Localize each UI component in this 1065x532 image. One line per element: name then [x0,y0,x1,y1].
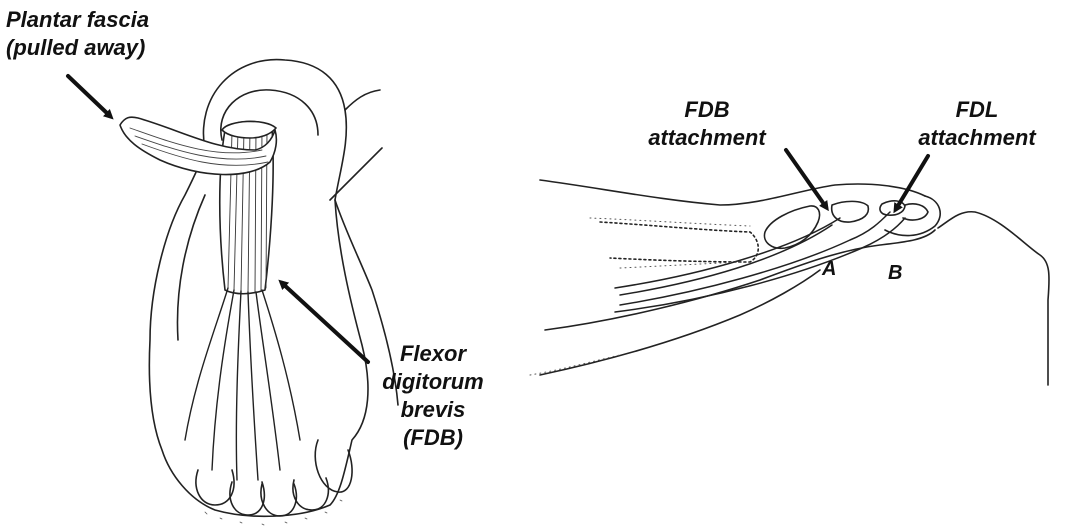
label-fdb-line1: Flexor [368,340,498,368]
medial-arch-line [177,195,205,340]
lateral-leg-line [330,148,382,200]
arrow-fdb-attachment [786,150,826,207]
arrow-fdb-muscle [282,283,368,362]
label-fdb-attachment-line2: attachment [632,124,782,152]
label-plantar-fascia-line1: Plantar fascia [6,6,149,34]
toe-1 [196,470,234,505]
ankle-line [345,90,380,110]
toe-3 [261,484,296,516]
label-fdb-attachment-line1: FDB [632,96,782,124]
label-fdl-attachment: FDL attachment [902,96,1052,152]
sole-line [540,270,820,375]
label-fdl-attachment-line2: attachment [902,124,1052,152]
flexor-tendons [615,212,905,312]
label-fdl-attachment-line1: FDL [902,96,1052,124]
toes [196,440,352,516]
toe-2 [230,482,264,515]
label-plantar-fascia: Plantar fascia (pulled away) [6,6,149,62]
adjacent-foot-outline [938,212,1049,385]
label-plantar-fascia-line2: (pulled away) [6,34,149,62]
label-fdb-line2: digitorum [368,368,498,396]
metatarsal [600,222,758,262]
toe-section-drawing [530,180,1049,385]
label-fdb-attachment: FDB attachment [632,96,782,152]
fdb-tendons [185,288,300,480]
dorsal-skin-line [540,180,925,205]
toenail [903,204,928,220]
label-point-a: A [822,258,836,280]
label-point-b: B [888,262,902,284]
arrow-fdl-attachment [896,156,928,209]
arrow-plantar-fascia [68,76,110,116]
label-fdb-line4: (FDB) [368,424,498,452]
dotted-texture [530,218,750,375]
label-fdb-line3: brevis [368,396,498,424]
foot-sole-drawing [120,60,398,525]
label-fdb-muscle: Flexor digitorum brevis (FDB) [368,340,498,452]
